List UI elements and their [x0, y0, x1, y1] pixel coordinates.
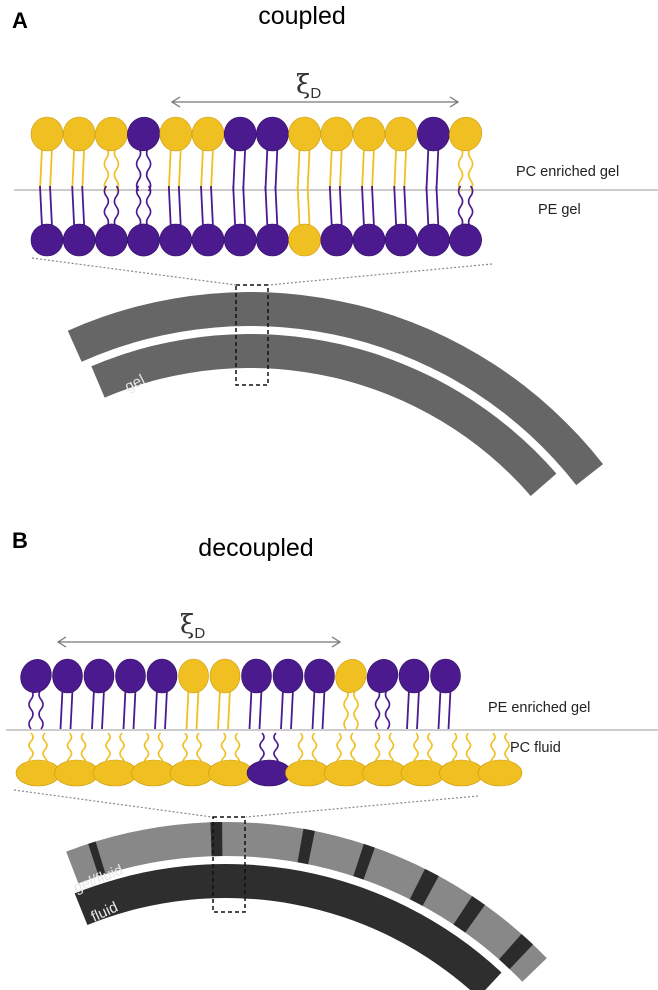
- arc-inner-leaflet: [74, 864, 502, 990]
- xi-subscript: D: [194, 625, 205, 642]
- panel-b-label-top: PE enriched gel: [488, 700, 590, 716]
- pc-lipid: [352, 116, 386, 192]
- pc-lipid: [94, 116, 128, 192]
- fluid-patch: [297, 828, 315, 865]
- panel-b-bilayer-arc: [66, 822, 547, 990]
- pe-lipid: [241, 658, 272, 730]
- pe-lipid: [52, 658, 83, 730]
- fluid-patch: [498, 933, 534, 970]
- pc-lipid: [335, 659, 367, 730]
- panel-b-xi-arrow: [56, 636, 342, 648]
- pe-lipid: [430, 658, 461, 730]
- pe-lipid: [20, 659, 52, 730]
- panel-a-title: coupled: [258, 2, 346, 30]
- pc-lipid: [159, 116, 193, 192]
- panel-b-zoom-line-left: [13, 789, 213, 818]
- pc-lipid: [449, 116, 483, 192]
- pe-lipid: [223, 116, 257, 192]
- panel-a-bilayer-arc: [67, 291, 604, 496]
- fluid-patch: [88, 841, 106, 877]
- arc-outer-leaflet: [67, 291, 604, 486]
- xi-symbol: ξ: [296, 70, 310, 100]
- pc-lipid: [400, 732, 446, 787]
- pc-lipid: [384, 116, 418, 192]
- pc-lipid: [477, 732, 523, 787]
- pe-lipid: [83, 658, 115, 730]
- pc-lipid: [320, 116, 354, 192]
- panel-b-zoom-line-right: [245, 795, 479, 818]
- pc-lipid: [285, 732, 330, 787]
- fluid-patch: [353, 843, 375, 880]
- pc-lipid: [62, 116, 96, 192]
- pc-lipid: [362, 732, 407, 787]
- pe-lipid: [449, 185, 482, 257]
- pc-lipid: [92, 732, 138, 787]
- pe-lipid: [352, 185, 386, 257]
- panel-b-label-bottom: PC fluid: [510, 740, 561, 756]
- pc-lipid: [323, 732, 369, 787]
- panel-a-zoom-line-left: [31, 257, 237, 286]
- pc-lipid: [191, 116, 225, 192]
- pe-lipid: [384, 185, 418, 257]
- pe-lipid: [30, 185, 64, 257]
- fluid-patch: [453, 896, 485, 933]
- pc-lipid: [30, 116, 64, 192]
- pe-lipid: [304, 658, 335, 730]
- fluid-patch: [409, 868, 439, 906]
- pc-lipid: [54, 732, 99, 787]
- pc-lipid: [288, 116, 321, 192]
- pe-lipid: [95, 185, 128, 257]
- pe-lipid: [127, 185, 160, 257]
- panel-b-title: decoupled: [198, 534, 313, 562]
- panel-a-letter: A: [12, 8, 28, 33]
- pe-lipid: [115, 658, 146, 730]
- pc-lipid: [439, 732, 484, 787]
- pe-lipid: [191, 185, 225, 257]
- panel-a-zoom-line-right: [267, 263, 493, 286]
- panel-a: A coupled ξD PC enriched gel PE gel gel: [12, 2, 658, 496]
- panel-a-xi-arrow: [170, 96, 460, 108]
- pe-lipid: [398, 658, 430, 730]
- panel-b-bottom-leaflet: [15, 732, 523, 787]
- xi-subscript: D: [310, 85, 321, 102]
- panel-a-label-top: PC enriched gel: [516, 164, 619, 180]
- pc-lipid: [178, 658, 209, 730]
- panel-a-top-leaflet: [30, 116, 483, 192]
- pe-lipid: [417, 185, 450, 257]
- pe-lipid: [256, 185, 289, 257]
- pe-lipid: [146, 658, 178, 730]
- panel-b-xi-label: ξD: [180, 610, 205, 642]
- panel-b: B decoupled ξD PE enriched gel PC fluid …: [6, 528, 658, 990]
- pe-lipid: [256, 116, 289, 192]
- pc-lipid: [209, 658, 241, 730]
- pe-lipid: [159, 185, 193, 257]
- arc-inner-leaflet: [91, 334, 557, 496]
- pe-lipid: [320, 185, 354, 257]
- fluid-patch: [210, 822, 223, 857]
- panel-a-xi-label: ξD: [296, 70, 321, 102]
- pe-lipid: [246, 732, 292, 787]
- panel-b-letter: B: [12, 528, 28, 553]
- pe-lipid: [127, 116, 161, 192]
- pc-lipid: [288, 185, 321, 257]
- panel-a-bottom-leaflet: [30, 185, 482, 257]
- pc-lipid: [131, 732, 176, 787]
- pe-lipid: [62, 185, 96, 257]
- panel-b-zoom-box: [212, 816, 246, 913]
- pe-lipid: [272, 658, 304, 730]
- pc-lipid: [169, 732, 215, 787]
- panel-a-zoom-box: [235, 284, 269, 386]
- panel-b-top-leaflet: [20, 658, 461, 730]
- pe-lipid: [366, 659, 399, 730]
- pe-lipid: [417, 116, 450, 192]
- xi-symbol: ξ: [180, 610, 194, 640]
- pc-lipid: [15, 732, 61, 787]
- pc-lipid: [208, 732, 253, 787]
- panel-a-label-bottom: PE gel: [538, 202, 581, 218]
- pe-lipid: [223, 185, 257, 257]
